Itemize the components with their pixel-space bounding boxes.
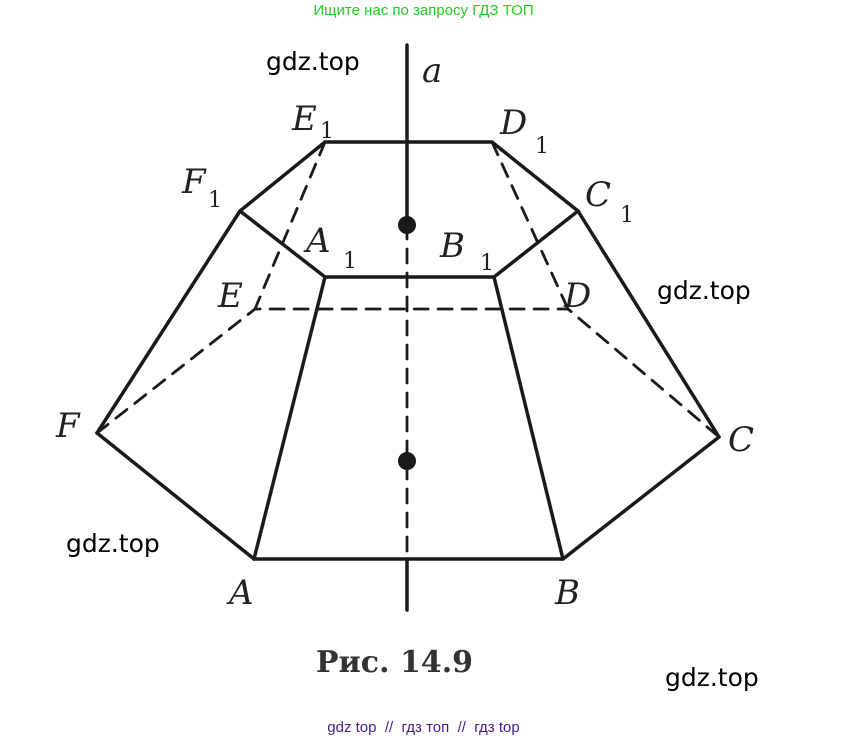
top-center-dot — [398, 216, 416, 234]
bottom-hidden-edges — [95, 307, 721, 439]
vertex-subscript: 1 — [208, 188, 222, 213]
watermark: gdz.top — [657, 276, 751, 305]
search-banner: Ищите нас по запросу ГДЗ ТОП — [313, 2, 534, 19]
vertex-label-D: D — [563, 276, 591, 316]
vertex-label-B1: B — [439, 226, 465, 266]
vertex-subscript: 1 — [535, 134, 549, 159]
footer-links: gdz top // гдз топ // гдз top — [327, 719, 520, 736]
watermark: gdz.top — [66, 529, 160, 558]
vertex-label-F1: F — [181, 162, 207, 202]
edge-C1C — [576, 209, 721, 439]
vertex-label-C1: C — [585, 175, 611, 215]
vertex-label-A: A — [226, 573, 254, 613]
watermark: gdz.top — [665, 663, 759, 692]
edge-B1B — [492, 275, 565, 561]
vertex-label-E1: E — [291, 99, 317, 139]
edge-A1A — [252, 275, 327, 561]
top-face — [238, 140, 581, 279]
vertex-label-D1: D — [499, 103, 527, 143]
vertex-label-C: C — [728, 420, 754, 460]
edge-E1E-hidden — [253, 140, 327, 311]
vertex-subscript: 1 — [343, 249, 357, 274]
vertex-label-E: E — [217, 276, 243, 316]
vertex-subscript: 1 — [320, 119, 334, 144]
vertex-label-F: F — [55, 406, 81, 446]
vertex-subscript: 1 — [620, 203, 634, 228]
watermark: gdz.top — [266, 47, 360, 76]
vertex-subscript: 1 — [480, 251, 494, 276]
bottom-center-dot — [398, 452, 416, 470]
vertex-label-B: B — [554, 573, 580, 613]
vertex-label-A1: A — [303, 221, 331, 261]
figure-caption: Рис. 14.9 — [316, 645, 473, 680]
edge-F1F — [95, 209, 242, 435]
edge-D1D-hidden — [490, 140, 570, 311]
axis-label: a — [422, 51, 442, 91]
